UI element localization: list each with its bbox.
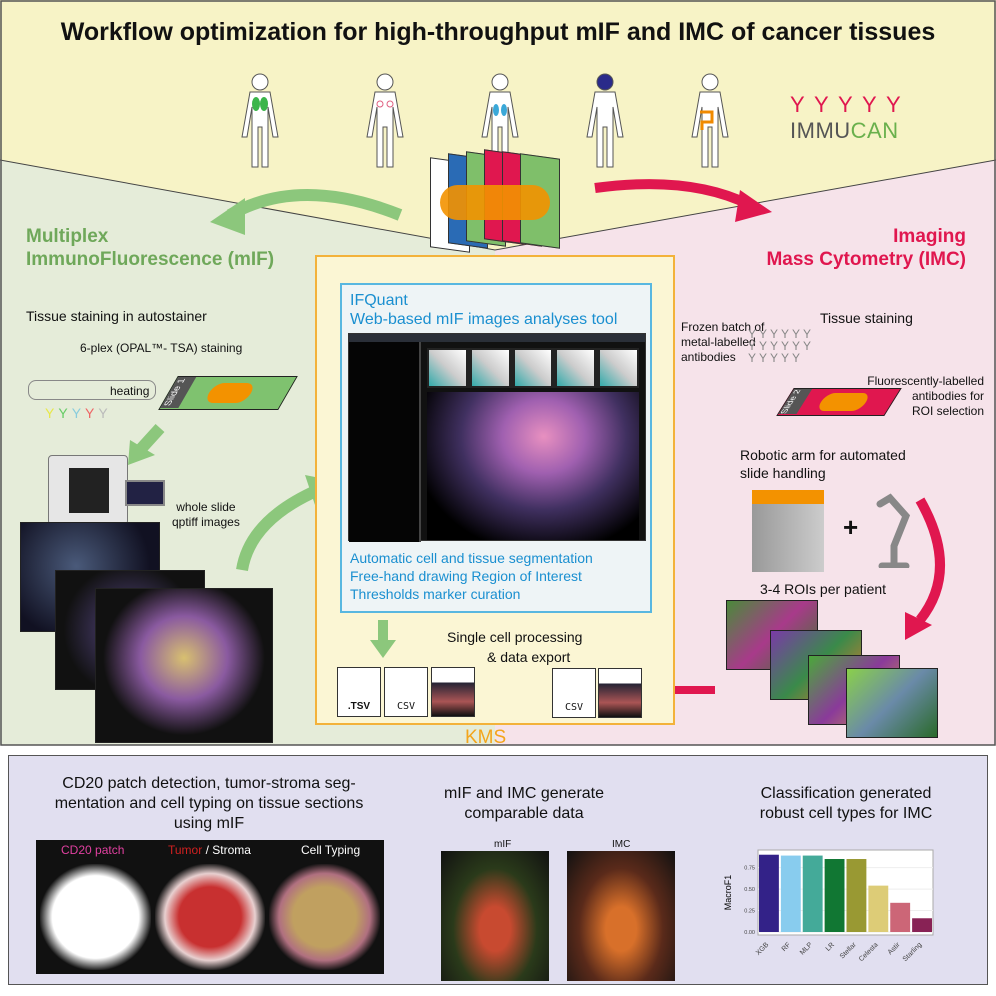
- results-panel: CD20 patch detection, tumor-stroma seg-m…: [8, 755, 988, 985]
- image-stack-file-icon: [598, 668, 642, 718]
- mif-comparison-image: [441, 851, 549, 981]
- ifquant-screenshot: [348, 333, 646, 542]
- robotic-arm-icon: [876, 493, 911, 568]
- immucan-logo: Y Y Y Y Y IMMUCAN: [790, 92, 903, 143]
- x-tick-label: MLP: [799, 941, 814, 956]
- y-axis-label: MacroF1: [723, 875, 733, 911]
- bar-astir: [890, 902, 911, 932]
- x-tick-label: Starling: [902, 941, 924, 963]
- heating-label: heating: [110, 384, 150, 398]
- x-tick-label: Stellar: [839, 941, 858, 960]
- slide-2: Slide 2: [776, 388, 902, 416]
- imc-label: IMC: [612, 839, 631, 850]
- down-arrow-icon: [370, 620, 396, 658]
- bar-stellar: [846, 859, 867, 932]
- panel1-images: [36, 860, 384, 974]
- bar-celesta: [868, 885, 889, 932]
- x-tick-label: LR: [825, 941, 836, 952]
- tsv-file-icon: .TSV: [337, 667, 381, 717]
- panel1-labels: CD20 patch Tumor / Stroma Cell Typing: [36, 840, 384, 860]
- mif-staining-label: Tissue staining in autostainer: [26, 308, 207, 324]
- staining-cycle: [28, 380, 156, 400]
- bar-mlp: [802, 855, 823, 932]
- body-silhouettes: [241, 73, 729, 168]
- imc-staining-label: Tissue staining: [820, 310, 913, 326]
- x-tick-label: Astir: [887, 941, 902, 956]
- tumor-stroma-image: [154, 864, 266, 970]
- arrow-to-imc: [594, 179, 753, 210]
- y-tick-label: 0.00: [744, 930, 755, 936]
- arrow-to-mif: [227, 189, 403, 221]
- x-tick-label: Celesta: [858, 941, 880, 963]
- csv-file-icon: CSV: [552, 668, 596, 718]
- cd20-patch-image: [40, 864, 151, 970]
- cell-typing-image: [269, 864, 381, 970]
- plex-label: 6-plex (OPAL™- TSA) staining: [80, 341, 243, 355]
- bar-xgb: [759, 854, 779, 932]
- image-stack-file-icon: [431, 667, 475, 717]
- x-tick-label: XGB: [755, 941, 771, 957]
- ifquant-subtitle: Web-based mIF images analyses tool: [350, 311, 618, 328]
- mif-image-3: [95, 588, 273, 743]
- lung-icon: [252, 97, 260, 111]
- csv-file-icon: CSV: [384, 667, 428, 717]
- metal-antibodies-icon: YYYYYY YYYYYY YYYYY: [748, 327, 814, 365]
- autostainer-scanner: [48, 455, 128, 525]
- y-tick-label: 0.50: [744, 887, 755, 893]
- page-title: Workflow optimization for high-throughpu…: [60, 18, 936, 46]
- ifquant-name: IFQuant: [350, 292, 408, 309]
- y-tick-label: 0.75: [744, 866, 755, 872]
- slide-1: Slide 1: [158, 376, 298, 410]
- y-tick-label: 0.25: [744, 909, 755, 915]
- plus-sign: +: [843, 512, 859, 542]
- x-tick-label: RF: [781, 941, 793, 953]
- kms-label: KMS: [465, 727, 507, 748]
- imc-instrument: [752, 490, 824, 572]
- panel1-title: CD20 patch detection, tumor-stroma seg-m…: [54, 775, 364, 832]
- rois-label: 3-4 ROIs per patient: [760, 581, 887, 597]
- export-label: Single cell processing& data export: [447, 629, 583, 665]
- bar-lr: [824, 859, 845, 932]
- bar-rf: [780, 855, 801, 932]
- imc-comparison-image: [567, 851, 675, 981]
- computer-monitor: [125, 480, 165, 506]
- roi-image-4: [846, 668, 938, 738]
- mif-label: mIF: [494, 839, 512, 850]
- antibodies-icon: YYYYY: [45, 405, 112, 421]
- bar-starling: [912, 918, 932, 932]
